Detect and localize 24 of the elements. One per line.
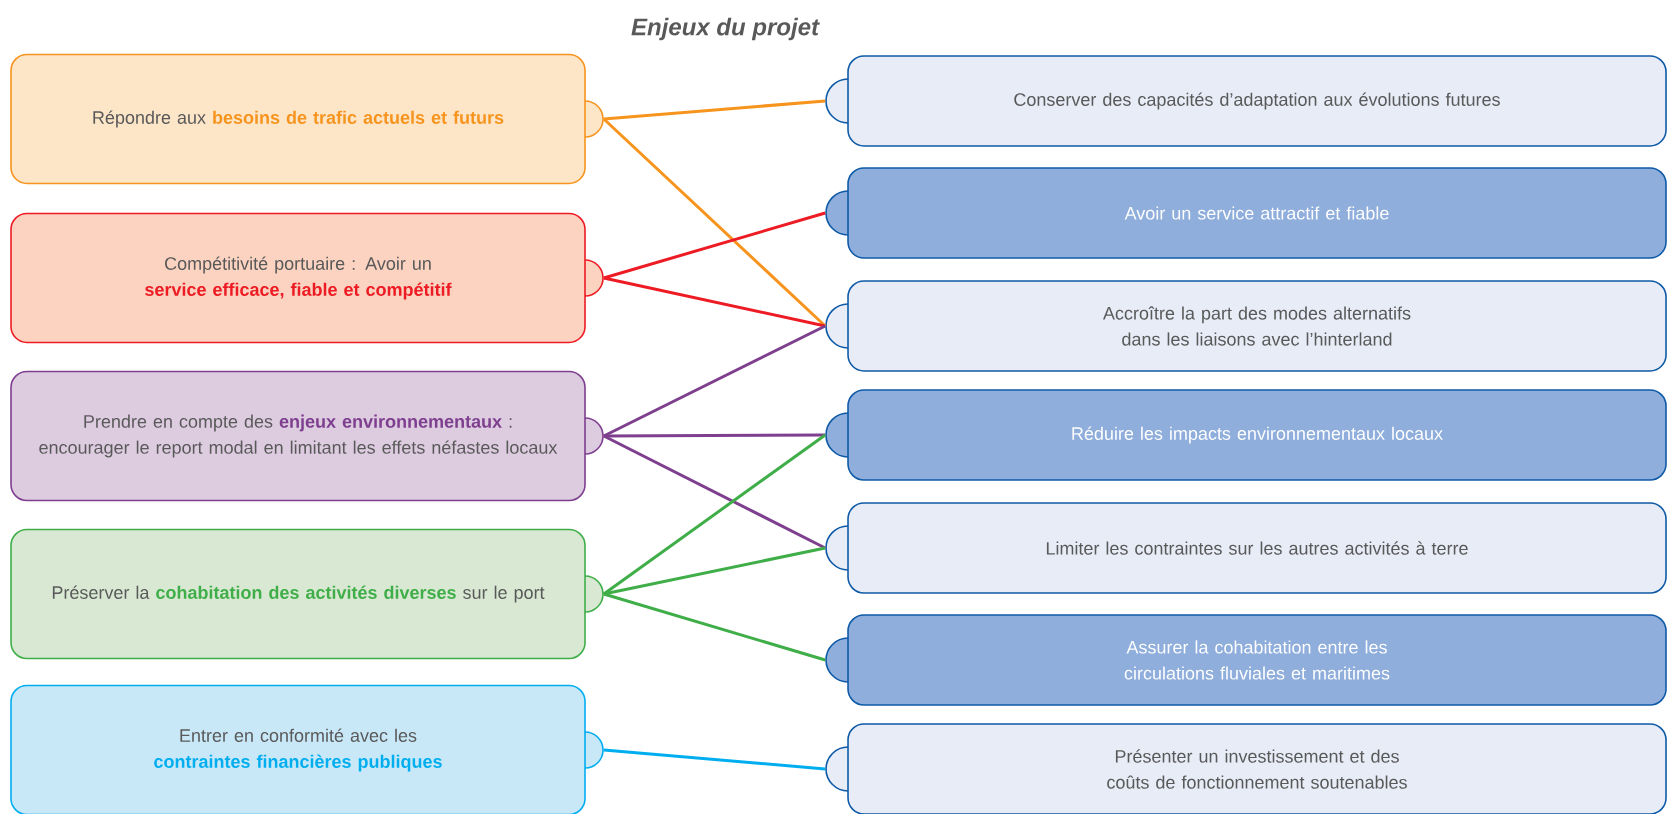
connector-line — [602, 433, 827, 596]
connector-line — [603, 592, 826, 662]
connector-line — [603, 546, 826, 596]
challenge-box: Présenter un investissement et des coûts de fonctionnement soutenables — [825, 723, 1667, 814]
connector-line — [603, 99, 826, 121]
connector-line — [602, 117, 827, 328]
challenge-box: Avoir un service attractif et fiable — [825, 167, 1667, 259]
challenge-box: Limiter les contraintes sur les autres activités à terre — [825, 502, 1667, 594]
connector-line — [603, 211, 826, 280]
connector-line — [603, 276, 826, 328]
objective-box: Compétitivité portuaire : Avoir un service efficace, fiable et compétitif — [10, 212, 604, 344]
title: Enjeux du projet — [631, 17, 820, 41]
objective-box: Prendre en compte des enjeux environnementaux : encourager le report modal en limitant les effets néfastes locaux — [10, 370, 604, 502]
challenge-box: Accroître la part des modes alternatifs dans les liaisons avec l’hinterland — [825, 280, 1667, 372]
connector-line — [603, 434, 826, 550]
challenge-box: Réduire les impacts environnementaux locaux — [825, 389, 1667, 481]
challenge-box: Conserver des capacités d’adaptation aux évolutions futures — [825, 55, 1667, 147]
challenge-box: Assurer la cohabitation entre les circulations fluviales et maritimes — [825, 614, 1667, 706]
objective-box: Répondre aux besoins de trafic actuels et futurs — [10, 53, 604, 185]
connector-line — [603, 433, 826, 438]
objective-box: Préserver la cohabitation des activités diverses sur le port — [10, 528, 604, 660]
objective-box: Entrer en conformité avec les contraintes financières publiques — [10, 684, 604, 814]
connector-line — [603, 324, 826, 438]
connector-line — [603, 748, 826, 771]
